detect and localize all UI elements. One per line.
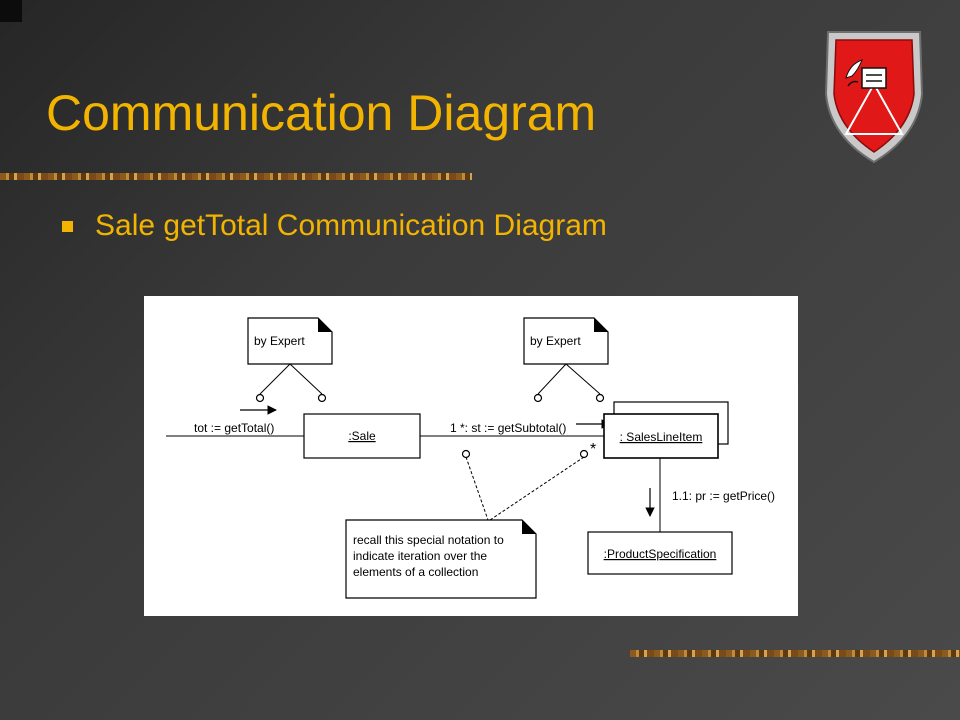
- message-get-price: 1.1: pr := getPrice(): [672, 489, 775, 503]
- square-bullet-icon: [62, 220, 73, 232]
- note-line: indicate iteration over the: [353, 549, 487, 563]
- note-text: by Expert: [254, 334, 305, 348]
- message-get-subtotal: 1 *: st := getSubtotal(): [450, 421, 566, 435]
- shield-logo-icon: [824, 31, 924, 164]
- corner-block: [0, 0, 22, 22]
- object-sales-line-item: : SalesLineItem: [603, 401, 729, 459]
- object-product-specification: :ProductSpecification: [587, 531, 733, 575]
- note-by-expert-right: by Expert: [523, 317, 609, 365]
- multiplicity-star: *: [590, 441, 596, 458]
- object-label: :Sale: [348, 429, 376, 443]
- communication-diagram: by Expert by Expert tot := getTotal() :S…: [166, 317, 775, 599]
- message-get-total: tot := getTotal(): [194, 421, 274, 435]
- object-label: : SalesLineItem: [620, 430, 703, 444]
- title-underline-bar: [0, 173, 472, 180]
- note-line: elements of a collection: [353, 565, 478, 579]
- bullet-text: Sale getTotal Communication Diagram: [95, 209, 607, 242]
- bullet-item: Sale getTotal Communication Diagram: [62, 209, 607, 243]
- note-line: recall this special notation to: [353, 533, 504, 547]
- object-sale: :Sale: [303, 413, 421, 459]
- diagram-panel: by Expert by Expert tot := getTotal() :S…: [144, 296, 798, 616]
- object-label: :ProductSpecification: [604, 547, 717, 561]
- note-by-expert-left: by Expert: [247, 317, 333, 365]
- slide-title: Communication Diagram: [46, 85, 597, 141]
- note-recall-iteration: recall this special notation to indicate…: [345, 519, 537, 599]
- note-text: by Expert: [530, 334, 581, 348]
- footer-texture-bar: [630, 650, 960, 657]
